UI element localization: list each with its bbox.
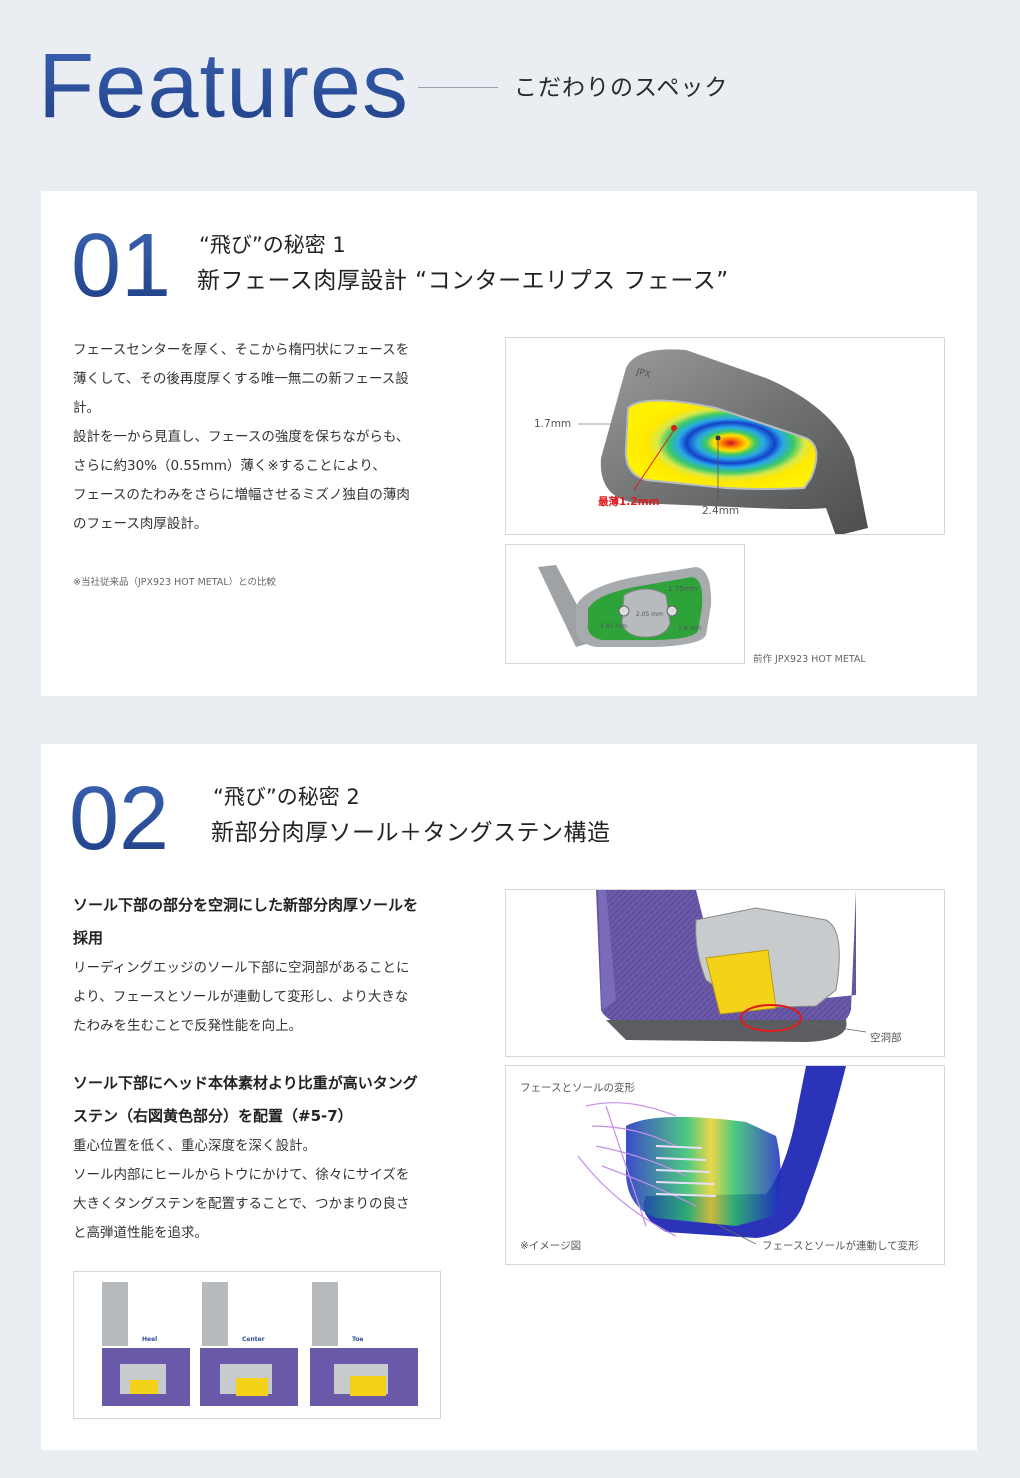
prev-label-19: 1.9 mm xyxy=(678,625,702,632)
feature-bold-1: ソール下部の部分を空洞にした新部分肉厚ソールを 採用 xyxy=(73,896,419,947)
page-title: Features xyxy=(38,35,410,137)
heel-label: Heel xyxy=(142,1336,158,1343)
section-number: 02 xyxy=(69,769,170,869)
face-thickness-image: JPX 1.7mm 最薄1.2mm 2.4mm xyxy=(505,337,945,535)
iron-head-heatmap-graphic: JPX xyxy=(578,349,868,534)
thickness-label-thinnest: 最薄1.2mm xyxy=(598,496,660,508)
deformation-image: フェースとソールの変形 ※イメージ図 フェースとソールが連動して変形 xyxy=(505,1065,945,1265)
heel-variant xyxy=(102,1282,190,1406)
prev-label-175: 1.75mm xyxy=(668,585,698,593)
toe-variant xyxy=(310,1282,418,1406)
prev-label-205: 2.05 mm xyxy=(636,611,663,618)
section-heading-b: 新部分肉厚ソール＋タングステン構造 xyxy=(211,820,611,846)
sole-cutaway-graphic xyxy=(596,890,944,1042)
previous-model-image: 1.75mm 2.05 mm 1.85 mm 1.9 mm xyxy=(505,544,745,664)
image-note: ※イメージ図 xyxy=(520,1240,582,1252)
title-divider xyxy=(418,87,498,88)
section-heading-a: “飛び”の秘密 2 xyxy=(213,785,360,809)
page-subtitle: こだわりのスペック xyxy=(514,75,729,101)
deformation-label: フェースとソールが連動して変形 xyxy=(762,1240,919,1252)
feature-card-02: 02 “飛び”の秘密 2 新部分肉厚ソール＋タングステン構造 ソール下部の部分を… xyxy=(41,744,977,1450)
sole-cross-section-image: 空洞部 xyxy=(505,889,945,1057)
section-number: 01 xyxy=(71,216,172,316)
feature-bold-2: ソール下部にヘッド本体素材より比重が高いタング ステン（右図黄色部分）を配置（#… xyxy=(73,1074,418,1125)
deformation-title: フェースとソールの変形 xyxy=(520,1082,635,1094)
feature-body-1: リーディングエッジのソール下部に空洞部があることに より、フェースとソールが連動… xyxy=(73,960,410,1034)
hollow-label: 空洞部 xyxy=(870,1032,902,1044)
thickness-label-edge: 1.7mm xyxy=(534,418,572,430)
center-label: Center xyxy=(242,1336,265,1343)
toe-label: Toe xyxy=(352,1336,364,1343)
previous-model-caption: 前作 JPX923 HOT METAL xyxy=(753,654,866,665)
feature-card-01: 01 “飛び”の秘密 1 新フェース肉厚設計 “コンターエリプス フェース” フ… xyxy=(41,191,977,696)
prev-label-185: 1.85 mm xyxy=(600,623,627,630)
section-heading-b: 新フェース肉厚設計 “コンターエリプス フェース” xyxy=(197,268,729,294)
section-heading-a: “飛び”の秘密 1 xyxy=(199,233,346,257)
tungsten-placement-image: Heel Center Toe xyxy=(73,1271,441,1419)
tungsten-placement-graphic xyxy=(102,1282,418,1406)
page-header: Features こだわりのスペック xyxy=(38,30,978,140)
deformation-simulation-graphic xyxy=(577,1066,846,1245)
thickness-label-center: 2.4mm xyxy=(702,505,740,517)
previous-head-graphic xyxy=(538,565,712,647)
section-footnote: ※当社従来品（JPX923 HOT METAL）との比較 xyxy=(73,577,277,588)
section-body: フェースセンターを厚く、そこから楕円状にフェースを 薄くして、その後再度厚くする… xyxy=(73,342,410,532)
head-logo: JPX xyxy=(634,367,651,381)
center-variant xyxy=(200,1282,298,1406)
feature-body-2: 重心位置を低く、重心深度を深く設計。 ソール内部にヒールからトウにかけて、徐々に… xyxy=(73,1138,410,1241)
